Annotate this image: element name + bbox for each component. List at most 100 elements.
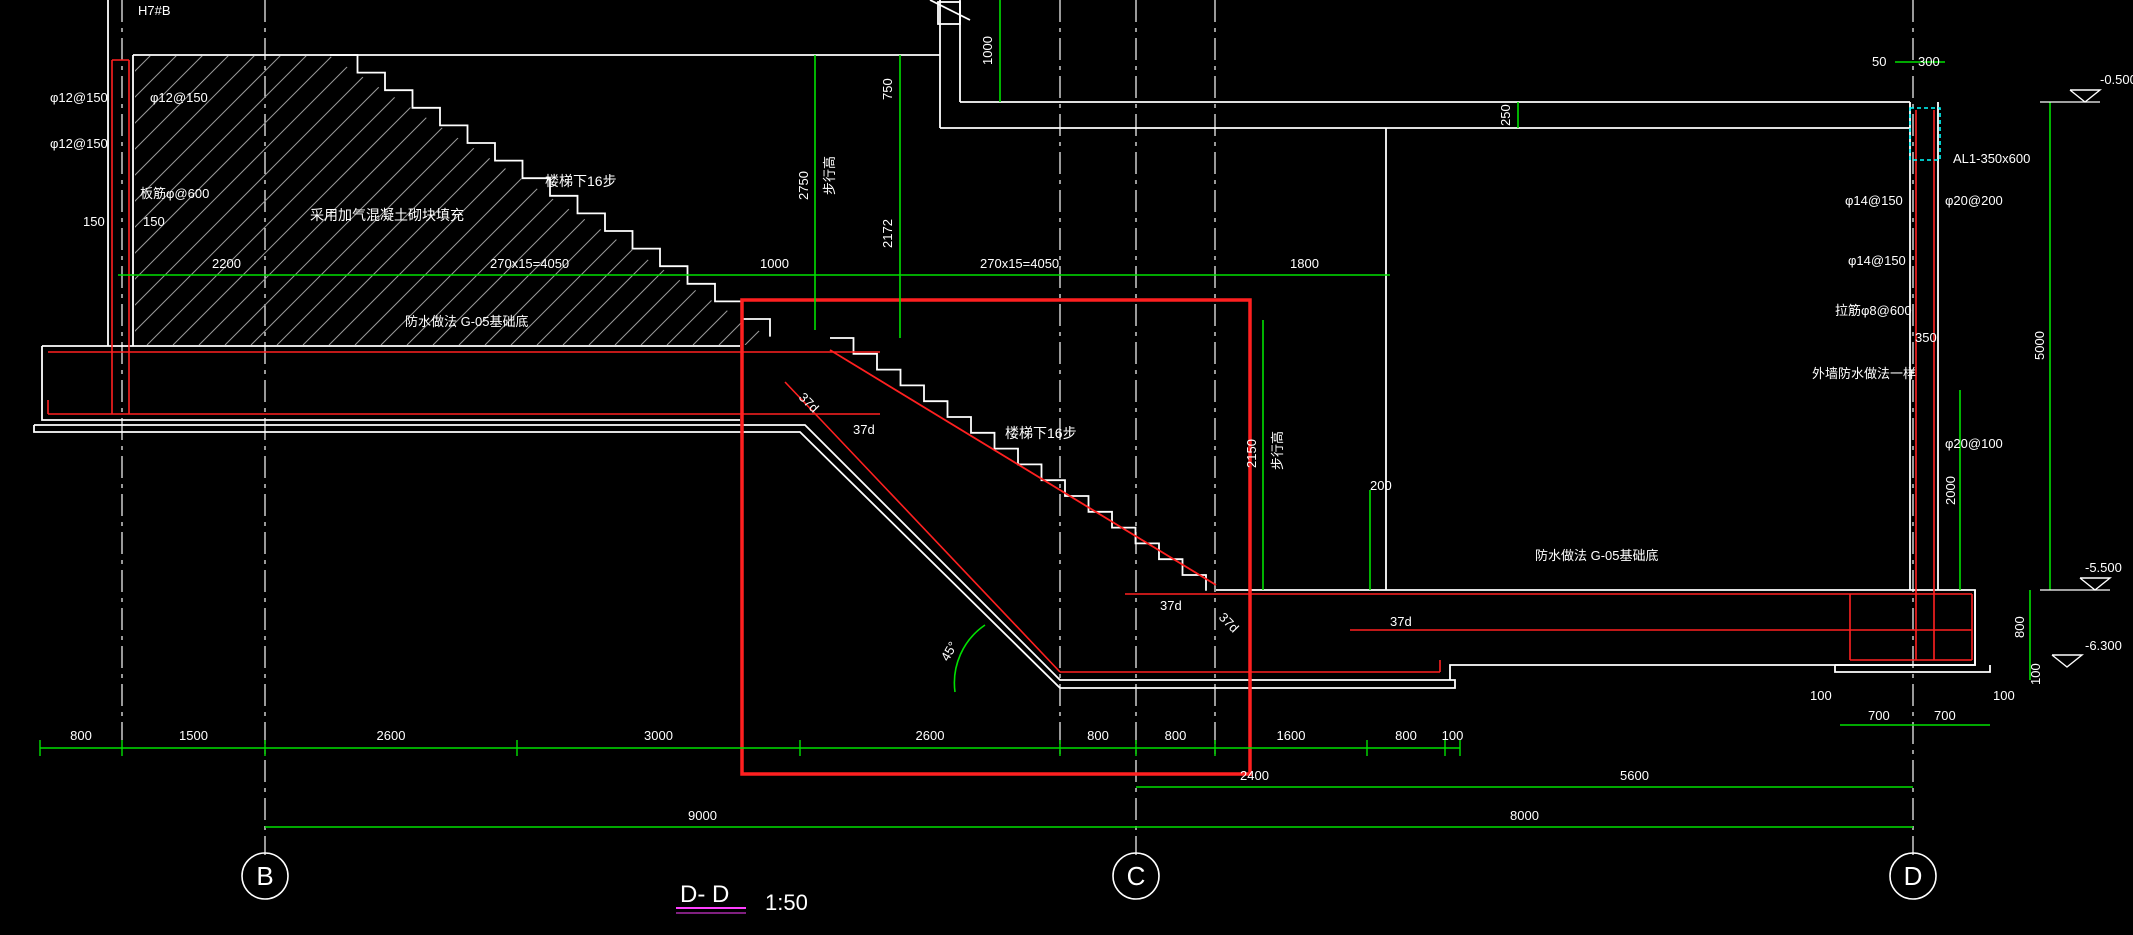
section-scale: 1:50: [765, 890, 808, 915]
beam-label: AL1-350x600: [1953, 151, 2030, 166]
dim-8000: 8000: [1510, 808, 1539, 823]
dim-5000: 5000: [2032, 331, 2047, 360]
dimension-texts: 2200 270x15=4050 1000 270x15=4050 1800 7…: [83, 36, 2047, 823]
footing-base: [1834, 665, 1991, 673]
wall-rebar-2: φ20@200: [1945, 193, 2003, 208]
wall-rebar-3: φ14@150: [1848, 253, 1906, 268]
dim-200: 200: [1370, 478, 1392, 493]
bottom-dim-label: 800: [70, 728, 92, 743]
headroom-2: 步行高: [1270, 431, 1285, 470]
anchor-5: 37d: [1390, 614, 1412, 629]
dim-2750: 2750: [796, 171, 811, 200]
highlight-box: [740, 298, 1252, 776]
rebar-left-2: φ12@150: [150, 90, 208, 105]
bottom-dim-label: 100: [1442, 728, 1464, 743]
wall-rebar-4: 拉筋φ8@600: [1835, 303, 1912, 318]
dim-1800: 1800: [1290, 256, 1319, 271]
bottom-dim-label: 800: [1165, 728, 1187, 743]
foundation-slab: [33, 424, 1456, 689]
bottom-dim-label: 1500: [179, 728, 208, 743]
hatch-line: [146, 56, 438, 345]
foot-700a: 700: [1868, 708, 1890, 723]
beam-section-box: [1909, 107, 1941, 161]
grid-label-b: B: [256, 861, 273, 891]
level-mid-label: -5.500: [2085, 560, 2122, 575]
top-detail-box: [937, 1, 961, 25]
dim-2172: 2172: [880, 219, 895, 248]
foot-100a: 100: [1810, 688, 1832, 703]
dim-5600: 5600: [1620, 768, 1649, 783]
bottom-dim-label: 800: [1395, 728, 1417, 743]
angle-arc: [953, 624, 986, 693]
level-bottom-label: -6.300: [2085, 638, 2122, 653]
hatch-line: [640, 56, 770, 345]
level-top-label: -0.500: [2100, 72, 2133, 87]
bottom-dim-label: 1600: [1277, 728, 1306, 743]
level-marker-top: [2069, 89, 2102, 103]
top-detail-1: [929, 0, 971, 21]
hatch-line: [135, 56, 308, 345]
dim-9000: 9000: [688, 808, 717, 823]
wall-note: 外墙防水做法一样: [1812, 366, 1916, 381]
grid-axis-lines: [121, 0, 1914, 855]
hatch-line: [135, 56, 386, 345]
corner-label: H7#B: [138, 3, 171, 18]
hatch-line: [135, 56, 334, 345]
dim-1000-vertical: 1000: [980, 36, 995, 65]
dim-150b: 150: [143, 214, 165, 229]
stair-upper-label: 楼梯下16步: [545, 173, 617, 189]
rebar-left-1: φ12@150: [50, 90, 108, 105]
bottom-dim-label: 3000: [644, 728, 673, 743]
dim-2400: 2400: [1240, 768, 1269, 783]
bottom-dim-label: 2600: [377, 728, 406, 743]
hatch-line: [135, 56, 360, 345]
dimension-lines: [40, 0, 2051, 828]
floor-note-right: 防水做法 G-05基础底: [1535, 548, 1659, 563]
hatch-line: [135, 56, 230, 345]
fill-note: 采用加气混凝土砌块填充: [310, 207, 464, 223]
grid-label-c: C: [1127, 861, 1146, 891]
level-marker-mid: [2079, 577, 2112, 591]
stair-soffit: [829, 349, 1217, 586]
dim-run-upper: 270x15=4050: [490, 256, 569, 271]
dim-2200: 2200: [212, 256, 241, 271]
level-markers: [2040, 89, 2112, 668]
grid-label-d: D: [1904, 861, 1923, 891]
bottom-dimension-row: 800 1500 2600 3000 2600 800 800 1600 800 100: [39, 728, 1464, 756]
level-marker-bottom: [2051, 654, 2084, 668]
dim-2150: 2150: [1244, 439, 1259, 468]
dim-50: 50: [1872, 54, 1886, 69]
section-title: D- D: [680, 881, 729, 908]
bottom-dim-label: 800: [1087, 728, 1109, 743]
dim-350: 350: [1915, 330, 1937, 345]
hatch-line: [135, 56, 256, 345]
bottom-dim-label: 2600: [916, 728, 945, 743]
floor-slab-outline: [41, 346, 740, 421]
wall-rebar-1: φ14@150: [1845, 193, 1903, 208]
dim-2000: 2000: [1943, 476, 1958, 505]
grid-bubble-d: [1889, 852, 1937, 900]
headroom-1: 步行高: [822, 156, 837, 195]
dim-800-vertical: 800: [2012, 616, 2027, 638]
anchor-3: 37d: [1160, 598, 1182, 613]
dim-run-lower: 270x15=4050: [980, 256, 1059, 271]
right-footing: [1835, 590, 1976, 666]
grid-bubbles: B C D: [241, 852, 1937, 900]
rebar-ramp-bottom: [784, 381, 1061, 673]
floor-note-left: 防水做法 G-05基础底: [405, 314, 529, 329]
dim-750: 750: [880, 78, 895, 100]
foot-700b: 700: [1934, 708, 1956, 723]
dim-300: 300: [1918, 54, 1940, 69]
dim-250: 250: [1498, 104, 1513, 126]
dim-150a: 150: [83, 214, 105, 229]
dim-1000: 1000: [760, 256, 789, 271]
rebar-left-3: φ12@150: [50, 136, 108, 151]
hatch-line: [135, 56, 204, 345]
anchor-2: 37d: [853, 422, 875, 437]
grid-bubble-c: [1112, 852, 1160, 900]
stair-lower-label: 楼梯下16步: [1005, 425, 1077, 441]
upper-stair-profile: [330, 54, 771, 337]
wall-rebar-5: φ20@100: [1945, 436, 2003, 451]
